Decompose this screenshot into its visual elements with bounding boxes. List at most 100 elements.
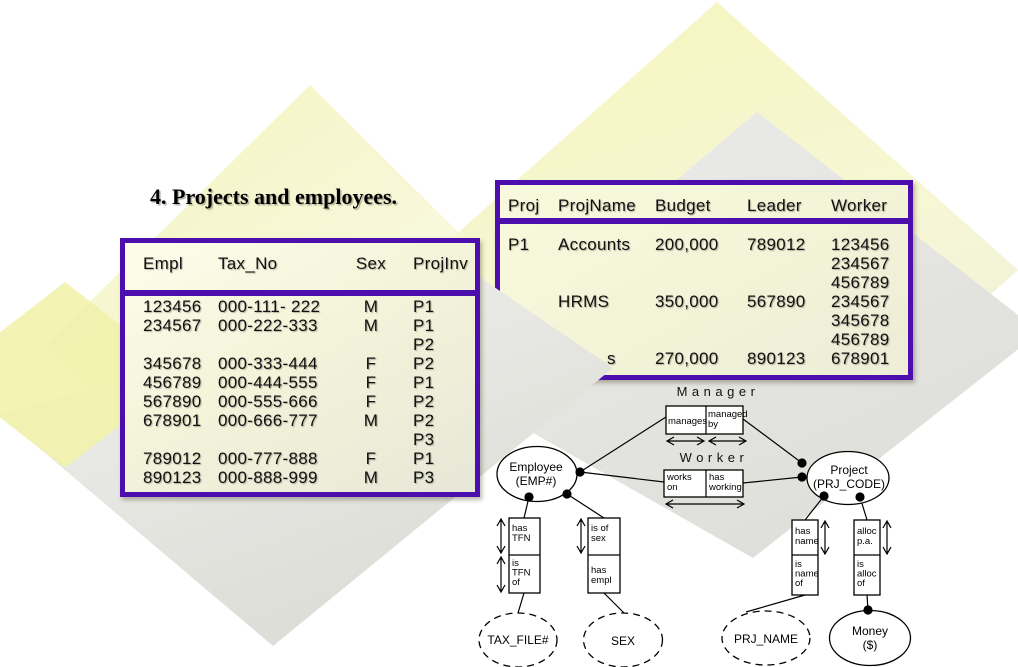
table-cell: F	[365, 354, 377, 373]
uniqueness-arrow	[664, 499, 746, 509]
table-cell: 678901	[143, 411, 202, 430]
table-cell: F	[365, 392, 377, 411]
table-row: 234567	[500, 254, 908, 273]
column-header: Tax_No	[218, 254, 278, 273]
column-header: Proj	[508, 196, 540, 215]
table-cell: P1	[413, 449, 435, 468]
column-header: Empl	[143, 254, 183, 273]
table-cell: 345678	[143, 354, 202, 373]
uniqueness-arrow	[496, 517, 506, 555]
table-cell: 000-888-999	[218, 468, 318, 487]
table-cell: 890123	[747, 349, 806, 368]
table-cell: P2	[413, 392, 435, 411]
table-cell: P1	[413, 373, 435, 392]
employee-label: Employee	[509, 460, 563, 474]
table-cell: P1	[508, 235, 530, 254]
uniqueness-arrow	[882, 519, 892, 556]
table-cell: P2	[413, 354, 435, 373]
prjname-ellipse	[721, 610, 811, 666]
employee-ellipse	[496, 445, 578, 503]
connector-hasempl-sex	[603, 592, 627, 616]
header-separator	[125, 290, 475, 296]
connector-hasworking-project	[742, 476, 803, 484]
sex-role-box	[587, 517, 621, 594]
value-type-taxfile: TAX_FILE#	[478, 612, 558, 667]
header-separator	[500, 218, 908, 224]
connector-employee-isofsex	[566, 493, 605, 519]
employee-ref-label: (EMP#)	[516, 474, 557, 488]
table-cell: 270,000	[655, 349, 719, 368]
page-title: 4. Projects and employees.	[150, 184, 398, 209]
sex-ellipse	[582, 612, 664, 667]
table-cell: 890123	[143, 468, 202, 487]
column-header: Budget	[655, 196, 711, 215]
table-cell: P3	[413, 468, 435, 487]
table-row: 456789	[500, 330, 908, 349]
connection-dots	[524, 458, 873, 615]
table-cell: 000-777-888	[218, 449, 318, 468]
table-cell: P2	[413, 335, 435, 354]
column-header: Worker	[831, 196, 888, 215]
table-cell: HRMS	[558, 292, 610, 311]
table-cell: M	[363, 468, 379, 487]
connector-employee-hastfn	[523, 496, 530, 519]
table-cell: 789012	[747, 235, 806, 254]
worker-role-box	[663, 469, 744, 498]
table-cell: 000-333-444	[218, 354, 318, 373]
project-label: Project	[830, 463, 868, 477]
table-cell: 000-555-666	[218, 392, 318, 411]
connector-project-hasname	[804, 495, 825, 521]
table-cell: P2	[413, 411, 435, 430]
connector-isallocof-money	[866, 594, 869, 611]
project-ref-label: (PRJ_CODE)	[813, 477, 885, 491]
connector-employee-workson	[579, 471, 665, 483]
column-header: Sex	[355, 254, 387, 273]
table-row: s 270,000 890123 678901	[500, 349, 908, 368]
column-header: ProjName	[558, 196, 636, 215]
table-cell: 789012	[143, 449, 202, 468]
tfn-role-box	[508, 517, 541, 594]
table-cell: 456789	[143, 373, 202, 392]
table-row: 890123 000-888-999 M P3	[125, 468, 475, 487]
table-cell: P3	[413, 430, 435, 449]
connector-managedby-project	[742, 418, 803, 464]
table-cell: 234567	[831, 292, 890, 311]
entity-money: Money ($)	[828, 609, 912, 667]
table-cell: 000-666-777	[218, 411, 318, 430]
table-cell: 678901	[831, 349, 890, 368]
money-ref-label: ($)	[863, 638, 878, 652]
table-cell: 000-222-333	[218, 316, 318, 335]
entity-employee: Employee (EMP#)	[496, 445, 578, 503]
project-ellipse	[806, 450, 890, 506]
table-cell: 123456	[831, 235, 890, 254]
table-cell: s	[607, 349, 616, 368]
table-row: P2	[125, 335, 475, 354]
money-ellipse	[828, 609, 912, 667]
value-type-sex: SEX	[582, 612, 664, 667]
taxfile-ellipse	[478, 612, 558, 667]
taxfile-label: TAX_FILE#	[487, 633, 548, 647]
table-cell: Accounts	[558, 235, 631, 254]
entity-project: Project (PRJ_CODE)	[806, 450, 890, 506]
